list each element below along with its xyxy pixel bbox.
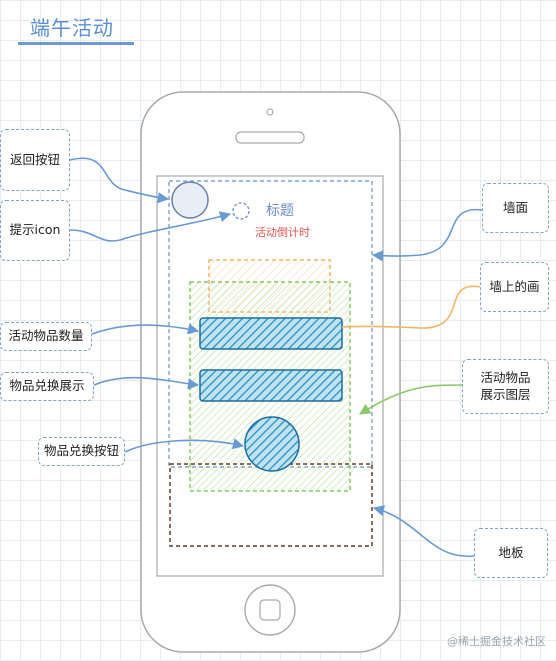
home-button-square: [259, 599, 281, 621]
connector-item-display-layer: [359, 384, 463, 415]
note-activity-item-count: 活动物品数量: [0, 322, 92, 351]
note-wall: 墙面: [482, 183, 549, 233]
note-wall-painting: 墙上的画: [480, 262, 549, 312]
phone-heading-text: 标题: [266, 203, 294, 219]
phone-countdown-text: 活动倒计时: [255, 226, 310, 239]
connector-wall: [371, 208, 483, 262]
connector-floor: [372, 505, 475, 557]
note-floor: 地板: [474, 528, 548, 578]
back-button-shape: [171, 181, 209, 219]
note-item-display-layer: 活动物品 展示图层: [462, 359, 549, 414]
note-hint-icon: 提示icon: [0, 200, 70, 261]
phone-speaker: [235, 131, 305, 144]
title-underline: [18, 42, 134, 45]
activity-item-count-bar: [199, 317, 343, 350]
page-title: 端午活动: [30, 16, 114, 40]
watermark: @稀土掘金技术社区: [447, 635, 546, 648]
item-exchange-button-shape: [244, 416, 300, 472]
home-button: [244, 584, 296, 636]
connector-hint-icon: [69, 211, 232, 242]
note-item-exchange-button: 物品兑换按钮: [38, 437, 125, 466]
connector-item-exchange-display: [93, 376, 200, 390]
connector-wall-painting: [341, 285, 481, 329]
note-back-button: 返回按钮: [0, 129, 70, 191]
item-exchange-display-bar: [199, 369, 343, 402]
hint-icon-shape: [232, 202, 250, 220]
connector-item-count: [91, 323, 200, 335]
phone-camera: [266, 108, 274, 116]
connector-back-button: [69, 157, 170, 204]
connector-exchange-button: [124, 438, 245, 453]
note-item-exchange-display: 物品兑换展示: [0, 372, 94, 401]
